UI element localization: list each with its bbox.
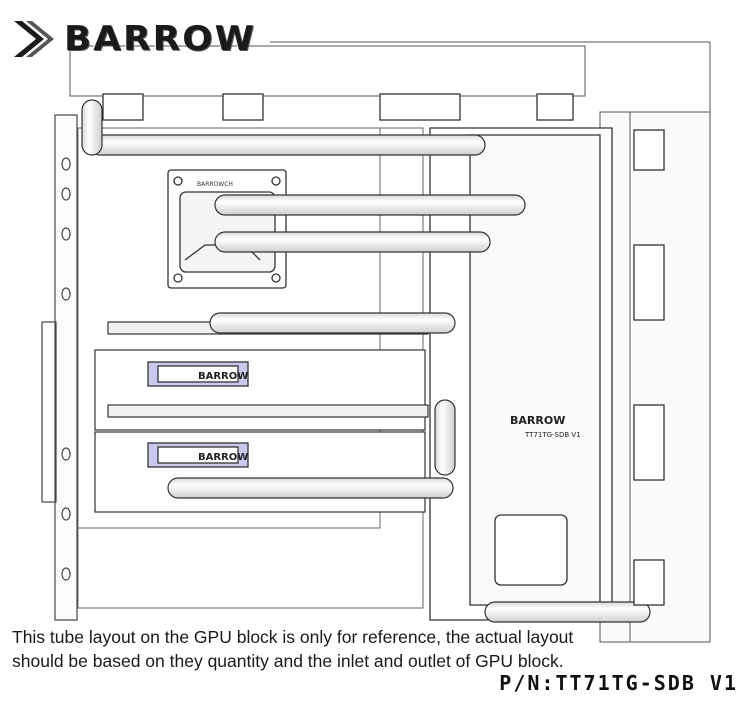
tubes: [81, 99, 651, 623]
rear-rail: [41, 114, 78, 621]
top-fan-mounts: [102, 93, 574, 121]
reservoir-part-label: TT71TG-SDB V1: [524, 431, 581, 439]
case-outline: [69, 41, 711, 643]
note-line-1: This tube layout on the GPU block is onl…: [12, 627, 574, 647]
reservoir-logo: BARROW: [510, 414, 565, 427]
bridge-logo-1: BARROW: [198, 371, 248, 382]
layout-note: This tube layout on the GPU block is onl…: [12, 625, 652, 673]
svg-text:BARROW: BARROW: [198, 371, 248, 382]
bridge-logo-2: BARROW: [198, 452, 248, 463]
cpu-block-label: BARROWCH: [197, 181, 233, 188]
chevron-logo-icon: [14, 21, 54, 57]
part-number: P/N:TT71TG-SDB V1: [499, 671, 738, 695]
brand-name: BARROW: [64, 19, 257, 59]
svg-text:BARROW: BARROW: [198, 452, 248, 463]
note-line-2: should be based on they quantity and the…: [12, 651, 564, 671]
gpu-bridge-blocks: [147, 361, 249, 468]
side-fans: [633, 129, 665, 606]
brand-logo: BARROW: [10, 14, 254, 64]
